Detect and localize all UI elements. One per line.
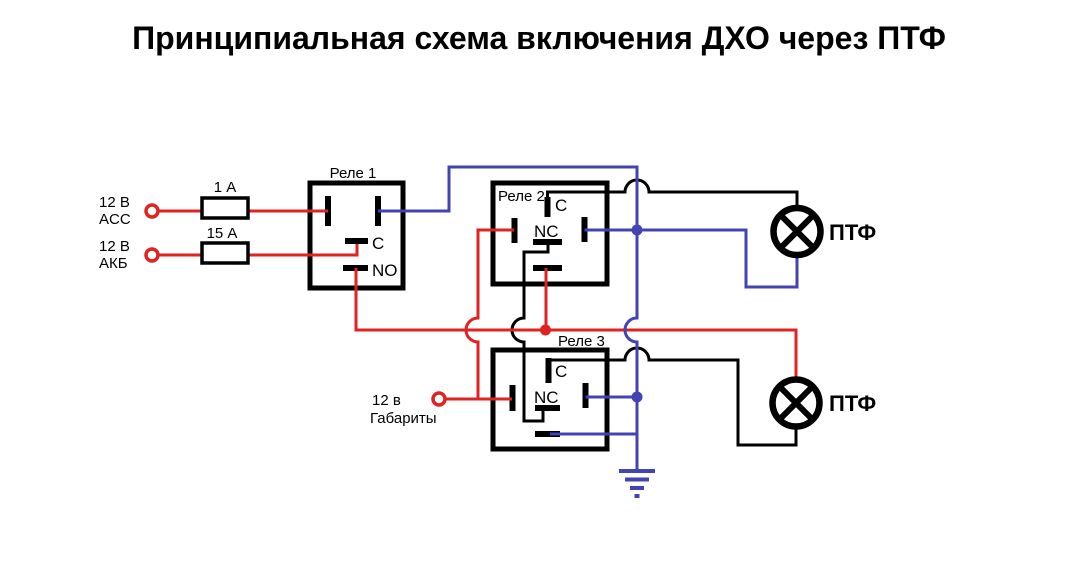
- ptf-lamp-1-label: ПТФ: [829, 220, 876, 245]
- junction-dot-blue-2: [631, 391, 643, 403]
- wire-relay2-coil-to-gabarity: [464, 228, 514, 399]
- relay2-pin-c-label: C: [555, 196, 567, 215]
- page-title: Принципиальная схема включения ДХО через…: [132, 20, 946, 56]
- fuse-1a-symbol: [200, 196, 250, 220]
- terminal-akb: [144, 247, 160, 263]
- wire-relay2-coil-to-lamp1: [584, 228, 799, 289]
- relay1-pin-no-label: NO: [372, 261, 398, 280]
- ptf-lamp-2-cross: [777, 384, 815, 422]
- relay2-label: Реле 2: [498, 188, 545, 205]
- wire-relay1no-bus-to-lamp2: [354, 268, 798, 379]
- gabarity-voltage-label: 12 в: [372, 392, 401, 409]
- relay3-label: Реле 3: [558, 333, 605, 350]
- akb-voltage-label: 12 В: [99, 238, 130, 255]
- akb-name-label: АКБ: [99, 255, 128, 272]
- junction-dot-red: [540, 324, 551, 336]
- relay3-pin-c-label: C: [555, 362, 567, 381]
- wire-relay1-coil-to-ground: [378, 165, 639, 471]
- relay2-pin-nc-label: NC: [534, 222, 559, 241]
- fuse-15a-symbol: [200, 241, 250, 265]
- relay3-pin-nc-label: NC: [534, 388, 559, 407]
- fuse-15a-label: 15 А: [207, 225, 238, 242]
- terminal-acc: [144, 203, 160, 219]
- junction-dot-blue-1: [631, 224, 643, 236]
- ground-icon: [619, 469, 655, 498]
- acc-voltage-label: 12 В: [99, 194, 130, 211]
- gabarity-name-label: Габариты: [370, 410, 437, 427]
- fuse-1a-label: 1 А: [214, 179, 237, 196]
- ptf-lamp-2-label: ПТФ: [829, 391, 876, 416]
- ptf-lamp-1-cross: [778, 212, 816, 251]
- relay1-pin-c-label: C: [372, 234, 384, 253]
- terminal-gabarity: [431, 391, 447, 407]
- relay2-box: [490, 180, 610, 287]
- relay1-label: Реле 1: [330, 165, 377, 182]
- wire-relay3c-to-lamp2: [548, 346, 798, 447]
- acc-name-label: ACC: [99, 211, 131, 228]
